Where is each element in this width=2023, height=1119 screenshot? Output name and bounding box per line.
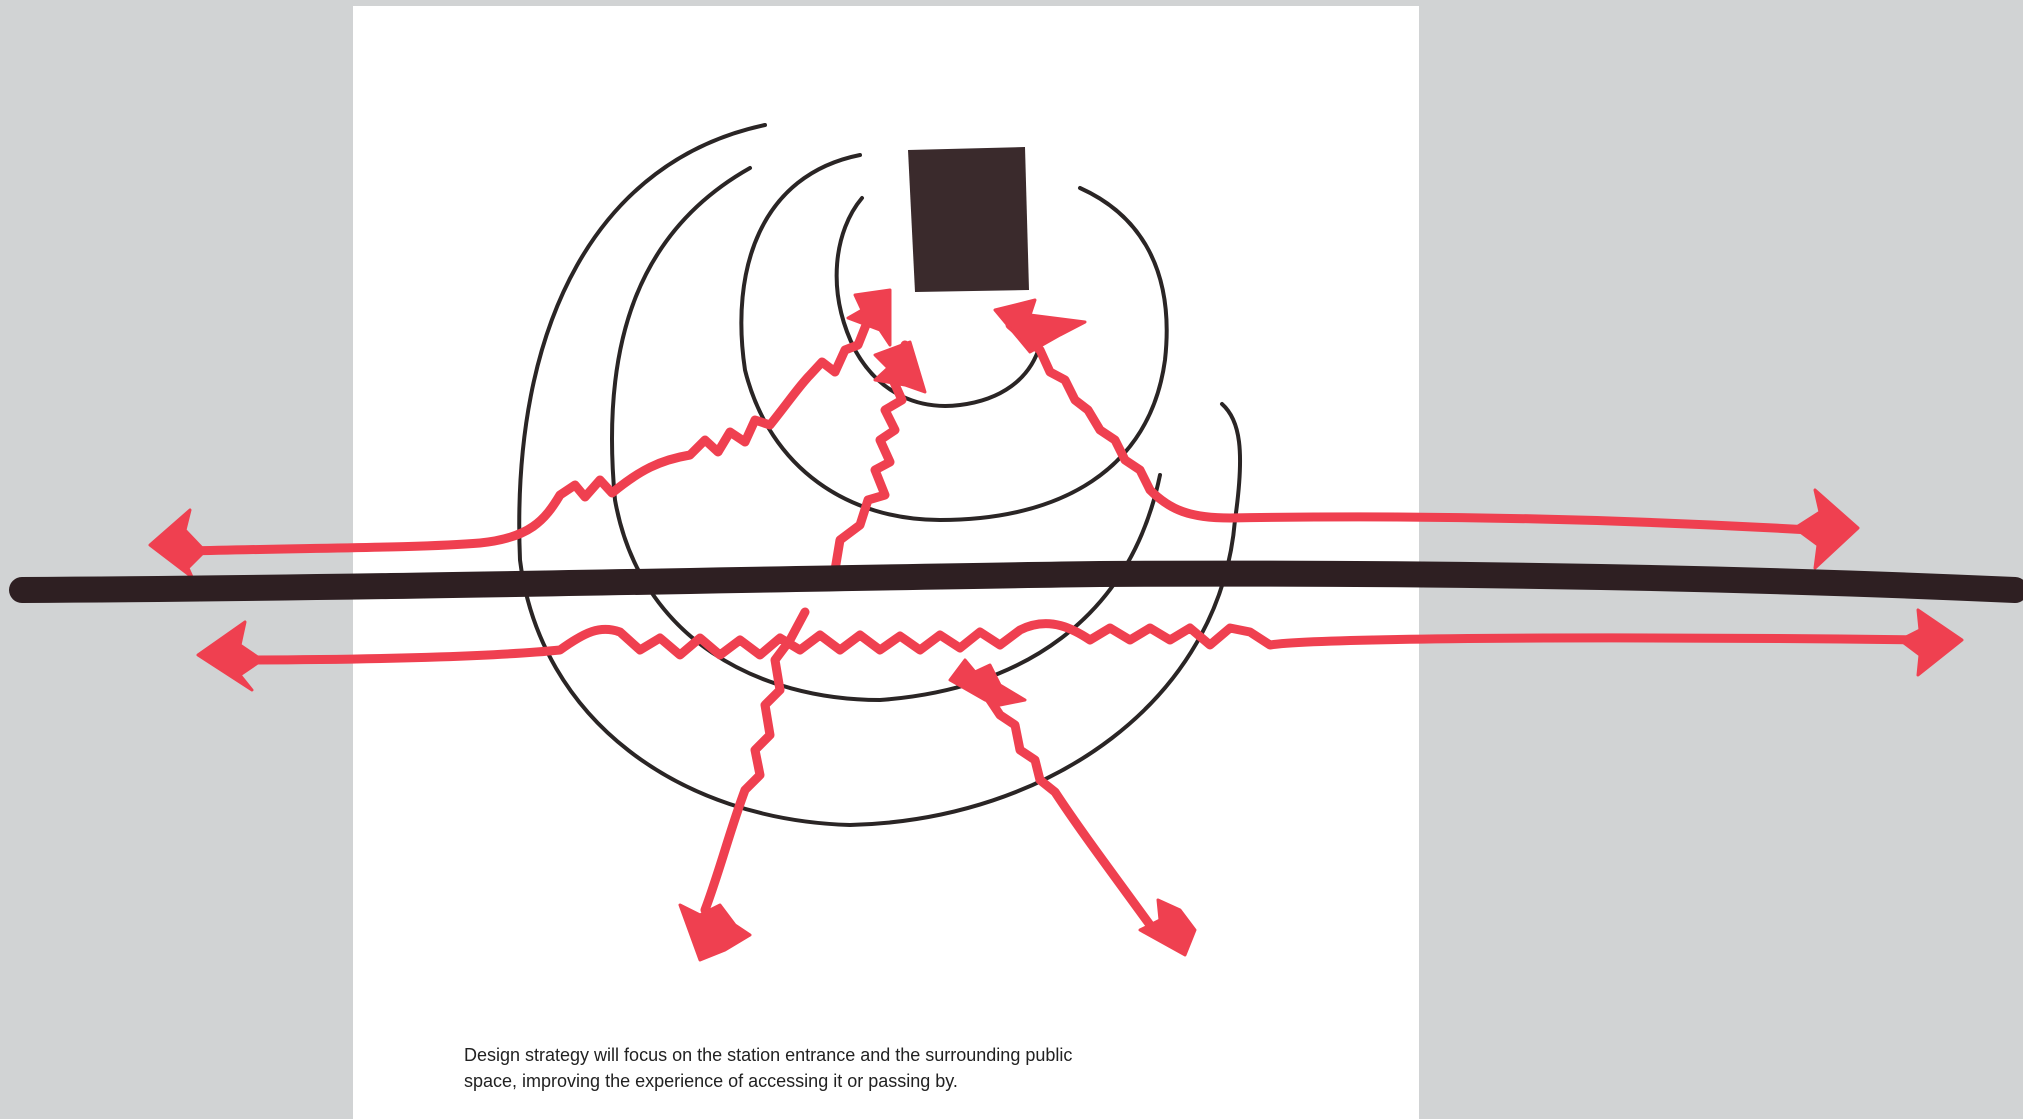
- path-lower-right-down: [975, 680, 1150, 925]
- path-upper-left: [190, 300, 880, 551]
- arrowhead-bottom-right: [1140, 900, 1195, 955]
- arrowhead-bottom-left: [680, 905, 750, 960]
- caption-line-2: space, improving the experience of acces…: [464, 1071, 958, 1091]
- caption-line-1: Design strategy will focus on the statio…: [464, 1045, 1072, 1065]
- arrowhead-upper-center-left: [848, 290, 890, 345]
- arrowhead-lower-left: [198, 622, 262, 690]
- caption-text: Design strategy will focus on the statio…: [464, 1042, 1244, 1094]
- arrowhead-upper-right: [1795, 490, 1858, 568]
- path-lower-full: [235, 624, 1930, 660]
- station-entrance-block: [908, 147, 1029, 292]
- path-upper-right: [1010, 325, 1810, 530]
- arrowhead-upper-center-right: [995, 300, 1085, 352]
- movement-paths: [190, 300, 1930, 925]
- rail-line: [22, 574, 2015, 590]
- arrowhead-lower-right: [1900, 610, 1962, 675]
- arrowhead-upper-left: [150, 510, 205, 577]
